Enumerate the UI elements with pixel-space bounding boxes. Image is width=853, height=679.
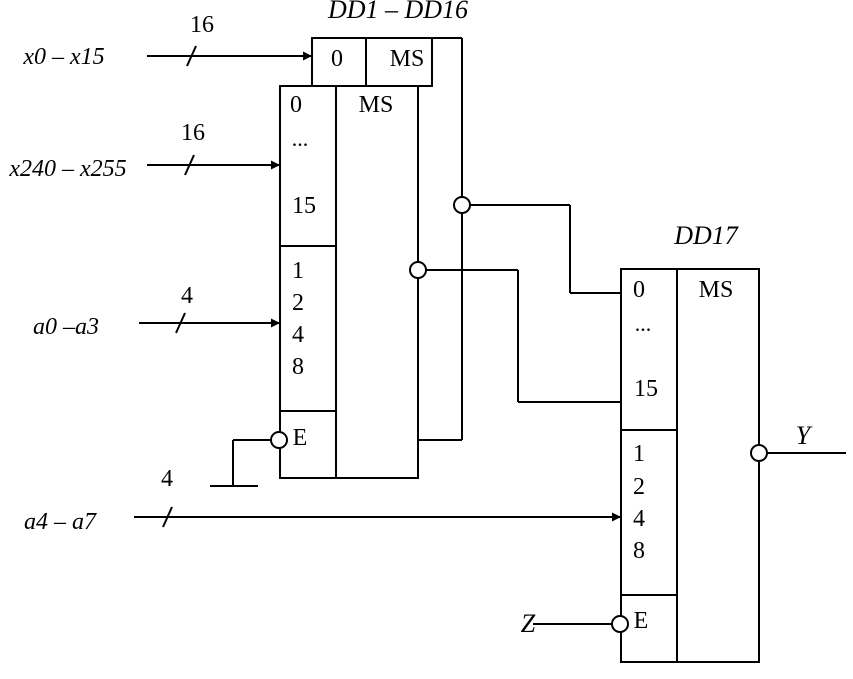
mux1-pin-0: 0 bbox=[290, 92, 302, 118]
output-y-label: Y bbox=[796, 421, 813, 450]
mux-header-block: 0 MS bbox=[311, 37, 433, 87]
bus-width-16-mid: 16 bbox=[181, 120, 205, 146]
mux-dd1-dd16: 0 MS ... 15 1 2 4 8 E bbox=[279, 85, 419, 479]
enable-z-label: Z bbox=[521, 609, 536, 638]
enable-z: Z bbox=[521, 609, 629, 638]
bus-width-4-b: 4 bbox=[161, 466, 173, 492]
mux1-addr-8: 8 bbox=[292, 354, 304, 380]
mux17-pin-dots: ... bbox=[635, 311, 652, 336]
bus-a-low-label: a0 –a3 bbox=[33, 314, 99, 340]
mux-final-title: DD17 bbox=[673, 221, 739, 250]
bus-a4-a7: 4 a4 – a7 bbox=[24, 466, 621, 535]
mux1-ms-label: MS bbox=[359, 92, 394, 118]
mux17-pin-0: 0 bbox=[633, 277, 645, 303]
mux17-enable-label: E bbox=[634, 608, 649, 634]
bus-a-high-label: a4 – a7 bbox=[24, 509, 97, 535]
mux1-pin-15: 15 bbox=[292, 193, 316, 219]
mux1-enable-label: E bbox=[293, 425, 308, 451]
mux1-pin-dots: ... bbox=[292, 126, 309, 151]
mux17-addr-8: 8 bbox=[633, 538, 645, 564]
mux1-addr-2: 2 bbox=[292, 290, 304, 316]
mux-dd17: 0 MS ... 15 1 2 4 8 E bbox=[620, 268, 760, 663]
mux1-addr-4: 4 bbox=[292, 322, 304, 348]
mux17-addr-4: 4 bbox=[633, 506, 645, 532]
header-ms-label: MS bbox=[390, 46, 425, 72]
bus-width-4-a: 4 bbox=[181, 283, 193, 309]
bus-x240-x255: 16 x240 – x255 bbox=[8, 120, 280, 182]
mux17-addr-2: 2 bbox=[633, 474, 645, 500]
mux17-pin-15: 15 bbox=[634, 376, 658, 402]
bus-x0-x15: 16 x0 – x15 bbox=[22, 12, 312, 70]
header-output-wire bbox=[418, 37, 471, 441]
bus-x-low-label: x0 – x15 bbox=[22, 44, 104, 70]
bus-width-16-top: 16 bbox=[190, 12, 214, 38]
mux17-ms-label: MS bbox=[699, 277, 734, 303]
bus-a0-a3: 4 a0 –a3 bbox=[33, 283, 280, 340]
wire-to-mux17-pin15 bbox=[409, 261, 621, 403]
mux17-addr-1: 1 bbox=[633, 441, 645, 467]
output-y: Y bbox=[750, 421, 846, 462]
mux1-enable-ground bbox=[210, 431, 288, 487]
mux1-addr-1: 1 bbox=[292, 258, 304, 284]
mux-group-title: DD1 – DD16 bbox=[327, 0, 468, 24]
wire-to-mux17-pin0 bbox=[470, 204, 621, 294]
header-pin-0: 0 bbox=[331, 46, 343, 72]
bus-x-high-label: x240 – x255 bbox=[8, 156, 126, 182]
